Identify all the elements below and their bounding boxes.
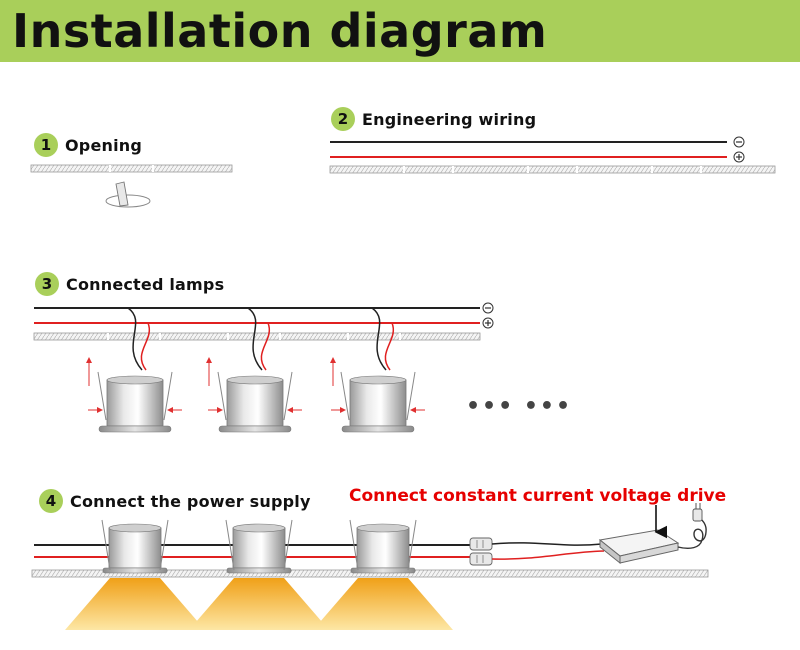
step-3-connected-lamps: 3 Connected lamps	[35, 272, 224, 296]
step-2-wiring: 2 Engineering wiring	[331, 107, 536, 131]
step-label: Connected lamps	[66, 274, 225, 294]
step-label: Connect the power supply	[70, 491, 311, 511]
hole-saw-icon	[105, 181, 151, 208]
downlight-icon	[340, 371, 416, 433]
driver-note: Connect constant current voltage drive	[349, 486, 727, 506]
downlight-icon	[217, 371, 293, 433]
step-number-badge: 3	[35, 272, 59, 296]
step1-ceiling-panel	[30, 164, 233, 173]
negative-terminal-icon	[482, 302, 494, 314]
header-banner: Installation diagram	[0, 0, 800, 62]
step-4-power-supply: 4 Connect the power supply	[39, 489, 311, 513]
terminal-connector-icon	[469, 537, 493, 566]
downlight-icon	[97, 371, 173, 433]
step-1-opening: 1 Opening	[34, 133, 142, 157]
step-number-badge: 1	[34, 133, 58, 157]
positive-terminal-icon	[482, 317, 494, 329]
driver-icon	[598, 529, 680, 565]
more-lamps-ellipsis: ••• •••	[466, 394, 573, 419]
step4-light-beams	[65, 578, 453, 630]
step-label: Engineering wiring	[362, 109, 537, 129]
plug-icon	[677, 503, 707, 549]
step-label: Opening	[65, 135, 143, 155]
positive-terminal-icon	[733, 151, 745, 163]
downlight-icon	[225, 519, 293, 574]
downlight-icon	[101, 519, 169, 574]
step3-wiring	[33, 302, 494, 371]
arrow-icon	[86, 357, 425, 413]
downlight-icon	[349, 519, 417, 574]
step-number-badge: 2	[331, 107, 355, 131]
step-number-badge: 4	[39, 489, 63, 513]
page-title: Installation diagram	[12, 4, 548, 58]
negative-terminal-icon	[733, 136, 745, 148]
step2-wiring	[329, 136, 776, 174]
